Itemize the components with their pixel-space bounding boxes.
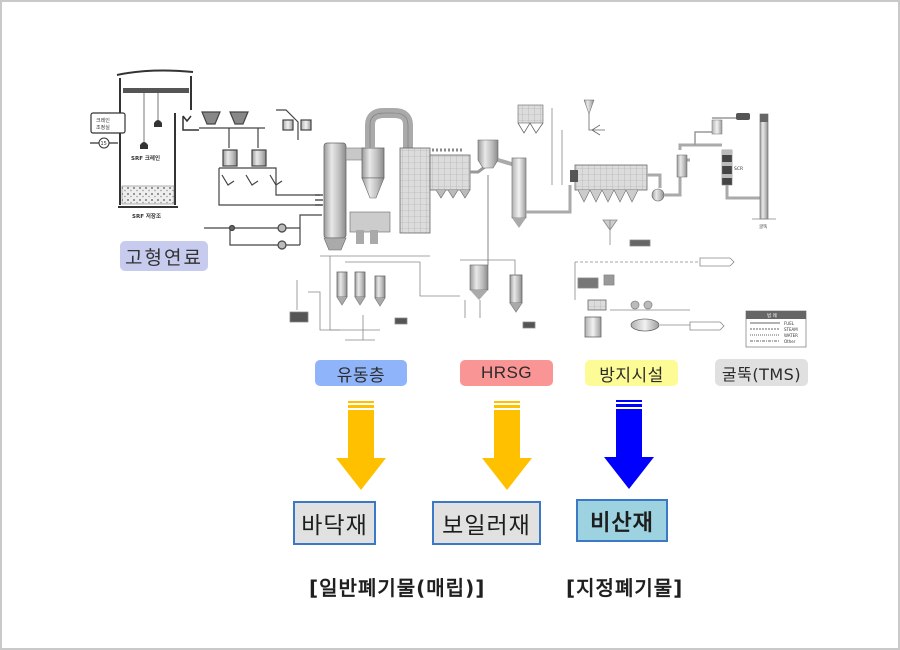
bottom-ash-box: 바닥재 bbox=[293, 501, 376, 545]
ash-handling-system bbox=[289, 255, 536, 341]
flow-legend: 범 례 FUEL STEAM WATER Other bbox=[745, 310, 807, 348]
fluidized-bed-label: 유동층 bbox=[315, 360, 407, 386]
designated-waste-caption: [지정폐기물] bbox=[566, 576, 684, 600]
svg-text:FUEL: FUEL bbox=[784, 321, 795, 326]
bottom-ash-arrow-icon bbox=[336, 401, 386, 490]
fluidized-bed-boiler bbox=[315, 108, 413, 251]
stack-tms-label: 굴뚝(TMS) bbox=[715, 359, 808, 386]
air-pollution-control-label: 방지시설 bbox=[585, 360, 678, 386]
fly-ash-box: 비산재 bbox=[576, 499, 668, 542]
svg-text:SRF 크레인: SRF 크레인 bbox=[131, 154, 160, 162]
water-steam-cycle bbox=[574, 219, 735, 338]
svg-text:15: 15 bbox=[101, 141, 107, 147]
boiler-ash-arrow-icon bbox=[482, 401, 532, 490]
boiler-ash-box: 보일러재 bbox=[432, 501, 541, 545]
svg-text:굴뚝: 굴뚝 bbox=[759, 224, 767, 230]
svg-text:STEAM: STEAM bbox=[784, 327, 798, 332]
bag-filter bbox=[517, 99, 690, 203]
srf-feeding-system bbox=[199, 109, 322, 250]
svg-text:Other: Other bbox=[784, 339, 796, 344]
svg-text:조정실: 조정실 bbox=[96, 124, 110, 131]
svg-text:SRF 저장조: SRF 저장조 bbox=[132, 212, 161, 220]
hrsg-unit bbox=[399, 139, 499, 300]
solid-fuel-label: 고형연료 bbox=[120, 241, 208, 271]
hrsg-label: HRSG bbox=[460, 360, 553, 386]
svg-text:범 례: 범 례 bbox=[767, 312, 777, 319]
svg-text:크레인: 크레인 bbox=[96, 117, 110, 124]
svg-text:SCR: SCR bbox=[734, 166, 743, 172]
scr-and-stack: 굴뚝 SCR bbox=[678, 113, 776, 230]
economizer bbox=[497, 157, 572, 228]
srf-bunker: 크레인 조정실 15 SRF 크레인 SRF 저장조 bbox=[90, 69, 199, 220]
svg-text:WATER: WATER bbox=[784, 333, 798, 338]
fly-ash-arrow-icon bbox=[604, 400, 654, 489]
general-waste-caption: [일반폐기물(매립)] bbox=[309, 576, 486, 600]
